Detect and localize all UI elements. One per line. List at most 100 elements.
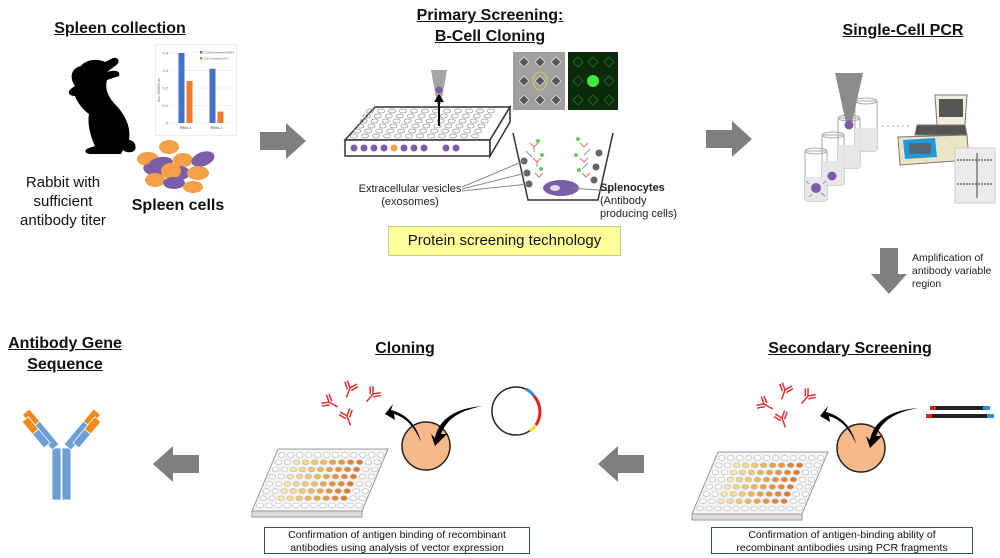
elisa-well	[810, 469, 819, 476]
elisa-well	[340, 495, 348, 501]
elisa-well	[265, 502, 273, 509]
plate-well	[386, 128, 395, 134]
elisa-well	[723, 484, 731, 490]
elisa-well	[729, 491, 737, 497]
elisa-well	[772, 455, 780, 461]
y-tick-label: 0.4	[162, 51, 168, 56]
well-plate-illustration	[343, 70, 512, 159]
elisa-well	[768, 484, 776, 490]
elisa-well	[747, 469, 756, 476]
y-tick-label: 0.1	[162, 103, 168, 108]
elisa-well	[741, 505, 749, 512]
elisa-well	[256, 502, 264, 509]
elisa-well	[736, 455, 744, 461]
elisa-well	[313, 495, 321, 501]
elisa-well	[763, 455, 771, 461]
elisa-well	[274, 502, 282, 509]
elisa-well	[714, 505, 722, 512]
gel-electrophoresis-image	[954, 147, 996, 204]
elisa-well	[762, 498, 770, 504]
elisa-well	[789, 476, 797, 483]
amplification-note-line: Amplification of	[912, 252, 984, 264]
elisa-well	[277, 473, 286, 480]
spleen-collection-title: Spleen collection	[54, 20, 186, 37]
plate-well	[427, 133, 435, 139]
elisa-well	[777, 505, 785, 512]
plate-well	[428, 113, 437, 119]
bar-RMo.2-1	[217, 111, 224, 123]
y-tick-label: 0.3	[162, 68, 168, 73]
elisa-well	[781, 455, 789, 461]
elisa-well	[771, 498, 779, 504]
elisa-well	[747, 491, 755, 497]
rabbit-caption: Rabbit with sufficient antibody titer	[8, 173, 118, 230]
elisa-well	[754, 455, 762, 461]
plate-well	[487, 108, 495, 114]
elisa-well	[718, 455, 726, 461]
plate-well	[466, 123, 475, 129]
elisa-well	[319, 459, 328, 465]
elisa-well	[316, 466, 325, 473]
elisa-well	[268, 495, 276, 501]
elisa-well	[708, 498, 716, 504]
elisa-well	[287, 452, 295, 458]
primary-screening-title: Primary Screening: B-Cell Cloning	[390, 5, 590, 47]
plate-well	[458, 118, 467, 124]
elisa-well	[753, 498, 761, 504]
elisa-well	[341, 452, 349, 458]
elisa-well	[702, 491, 710, 497]
elisa-well	[332, 452, 340, 458]
pcr-fragments-icon	[926, 406, 994, 418]
plate-well	[353, 128, 362, 134]
elisa-well	[732, 505, 740, 512]
plate-well	[366, 108, 374, 114]
elisa-well	[304, 495, 312, 501]
elisa-well	[298, 488, 306, 494]
rabbit-caption-line: antibody titer	[20, 212, 106, 229]
elisa-well	[262, 488, 270, 494]
elisa-well	[801, 491, 809, 497]
host-cell-with-arrows	[385, 404, 483, 471]
elisa-well	[325, 488, 333, 494]
elisa-well	[331, 473, 339, 480]
plate-well	[389, 123, 398, 129]
plate-well	[454, 108, 462, 114]
secondary-screening-title: Secondary Screening	[768, 340, 932, 357]
elisa-well	[304, 473, 313, 480]
elisa-well	[343, 466, 352, 473]
amplification-note-line: antibody variable	[912, 265, 992, 277]
plate-well	[474, 128, 483, 134]
elisa-well	[286, 495, 294, 501]
plate-edge	[251, 510, 363, 518]
plate-well	[477, 123, 486, 129]
elisa-well	[762, 476, 770, 483]
legend-swatch	[200, 57, 203, 60]
elisa-well	[268, 473, 277, 480]
elisa-well	[350, 452, 358, 458]
elisa-well	[319, 502, 327, 509]
elisa-well	[790, 455, 798, 461]
plate-well	[447, 118, 456, 124]
elisa-well	[738, 491, 746, 497]
plate-well	[388, 108, 396, 114]
elisa-well	[798, 476, 806, 483]
elisa-well	[274, 481, 282, 487]
plate-well	[399, 108, 407, 114]
elisa-well	[307, 466, 316, 473]
elisa-well	[325, 466, 334, 473]
elisa-well	[777, 484, 785, 490]
elisa-well	[283, 481, 291, 487]
elisa-well	[771, 476, 779, 483]
elisa-well	[720, 491, 728, 497]
plate-well	[372, 133, 380, 139]
plate-edge	[691, 513, 803, 521]
plate-well	[417, 113, 426, 119]
plate-well	[469, 118, 478, 124]
recombinant-antibodies-red	[756, 382, 817, 428]
plate-well	[403, 118, 412, 124]
elisa-well	[807, 476, 815, 483]
elisa-well	[723, 505, 731, 512]
plate-well	[483, 113, 492, 119]
plate-body	[691, 451, 829, 515]
